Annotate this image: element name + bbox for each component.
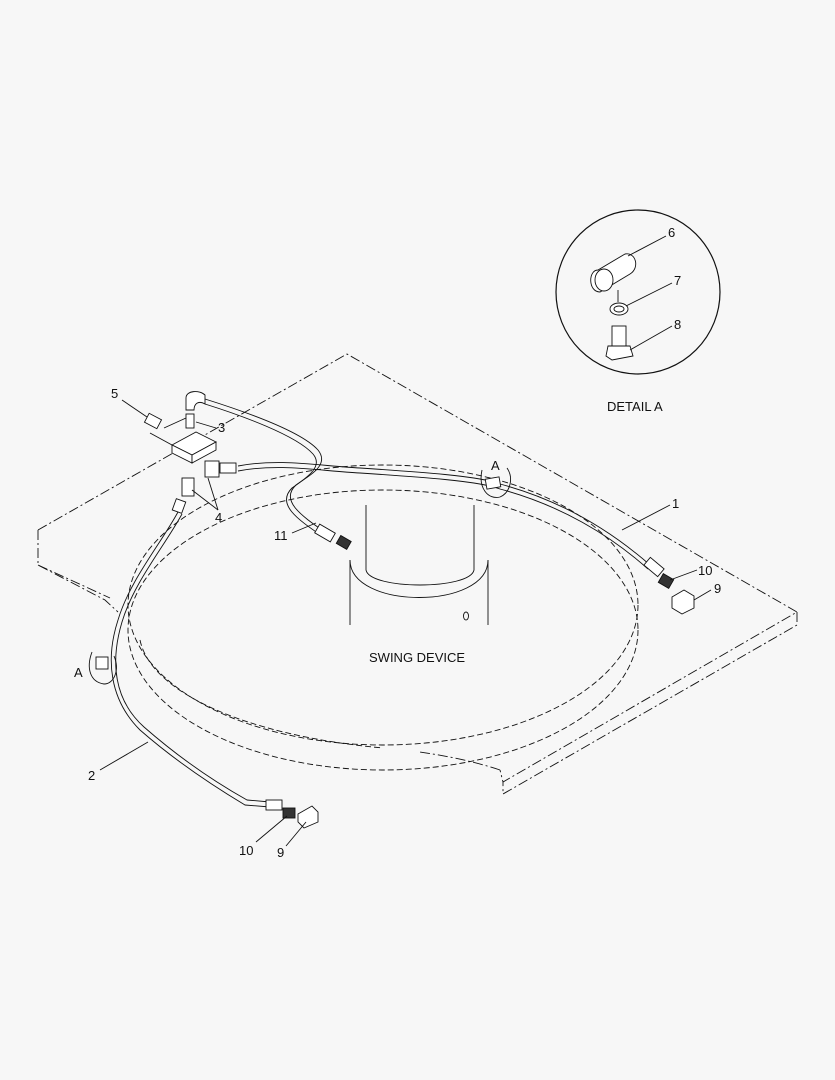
section-mark-a-right: A bbox=[491, 458, 500, 473]
clamp-marks bbox=[88, 467, 511, 685]
callout-8: 8 bbox=[674, 317, 681, 332]
swing-device-caption: SWING DEVICE bbox=[369, 650, 465, 665]
callout-7: 7 bbox=[674, 273, 681, 288]
callout-11: 11 bbox=[274, 528, 288, 543]
swing-ring bbox=[127, 464, 639, 771]
callout-4: 4 bbox=[215, 510, 222, 525]
section-marks: A A bbox=[74, 458, 500, 680]
fitting-block bbox=[149, 391, 217, 464]
hose-11 bbox=[204, 398, 326, 537]
base-plate bbox=[37, 353, 798, 795]
center-column bbox=[349, 505, 489, 625]
callout-9-right: 9 bbox=[714, 581, 721, 596]
hose-1 bbox=[237, 462, 651, 570]
hose-2 bbox=[110, 511, 271, 808]
section-mark-a-left: A bbox=[74, 665, 83, 680]
hose-11-end bbox=[314, 523, 352, 550]
callout-5: 5 bbox=[111, 386, 118, 401]
callout-6: 6 bbox=[668, 225, 675, 240]
detail-a-caption: DETAIL A bbox=[607, 399, 663, 414]
hose-1-end bbox=[643, 556, 695, 615]
callout-1: 1 bbox=[672, 496, 679, 511]
hose-2-end bbox=[265, 799, 319, 829]
callout-2: 2 bbox=[88, 768, 95, 783]
callouts: 5 3 4 11 1 10 9 2 10 9 6 7 8 bbox=[88, 225, 721, 860]
detail-a-circle bbox=[555, 209, 721, 375]
callout-10-right: 10 bbox=[698, 563, 712, 578]
elbow-fittings bbox=[171, 460, 237, 514]
leader-lines bbox=[99, 235, 712, 847]
callout-9-bottom: 9 bbox=[277, 845, 284, 860]
callout-3: 3 bbox=[218, 420, 225, 435]
callout-10-bottom: 10 bbox=[239, 843, 253, 858]
plug-5 bbox=[143, 412, 163, 430]
